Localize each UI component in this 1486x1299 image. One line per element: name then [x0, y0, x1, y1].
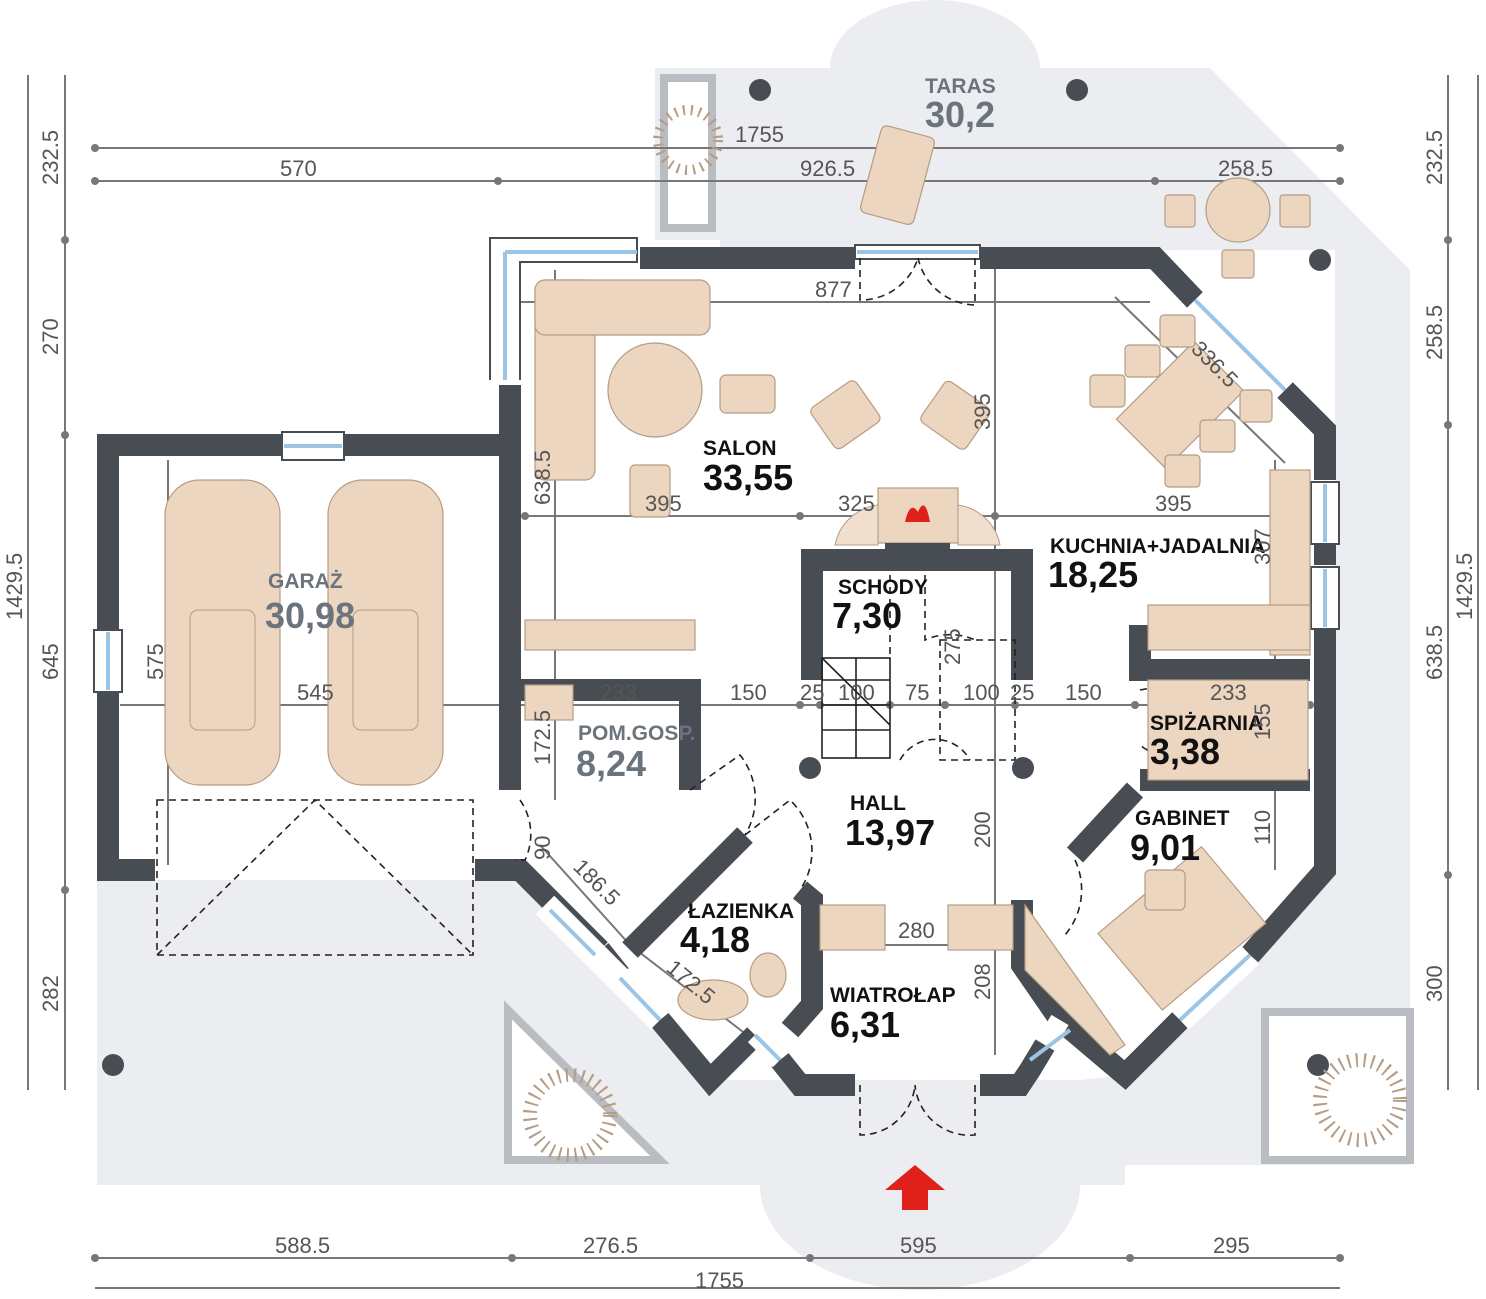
- room-name-lazienka: ŁAZIENKA: [688, 900, 794, 923]
- dim-label: 100: [963, 680, 1000, 705]
- dim-label: 276.5: [583, 1233, 638, 1258]
- dim-label: 150: [1065, 680, 1102, 705]
- dim-label: 200: [970, 811, 995, 848]
- room-name-gabinet: GABINET: [1135, 807, 1230, 830]
- dim-label: 232.5: [1422, 130, 1447, 185]
- room-area-wiatrolap: 6,31: [830, 1004, 900, 1045]
- room-name-spizarnia: SPIŻARNIA: [1150, 712, 1263, 735]
- dim-label: 100: [838, 680, 875, 705]
- dim-label: 926.5: [800, 156, 855, 181]
- dim-label: 307: [1250, 528, 1275, 565]
- dim-label: 638.5: [1422, 625, 1447, 680]
- staircase: [821, 575, 1016, 761]
- room-area-garaz: 30,98: [265, 595, 355, 636]
- room-area-kuchnia: 18,25: [1048, 554, 1138, 595]
- planters: [504, 74, 1414, 1164]
- plant-icons: [523, 105, 1407, 1162]
- entrance-arrow-icon: [885, 1165, 945, 1210]
- dim-label: 1755: [735, 122, 784, 147]
- dim-label: 295: [1213, 1233, 1250, 1258]
- dim-label: 595: [900, 1233, 937, 1258]
- interior-floor: [120, 270, 1320, 1075]
- dim-label: 570: [280, 156, 317, 181]
- room-area-gabinet: 9,01: [1130, 827, 1200, 868]
- room-name-schody: SCHODY: [838, 576, 928, 599]
- dim-label: 232.5: [38, 130, 63, 185]
- dim-label: 172.5: [530, 710, 555, 765]
- windows: [93, 237, 1340, 1068]
- dim-label: 75: [905, 680, 929, 705]
- dim-label: 300: [1422, 965, 1447, 1002]
- room-labels: TARAS 30,2 SALON 33,55 KUCHNIA+JADALNIA …: [265, 75, 1265, 1045]
- dim-label: 258.5: [1422, 305, 1447, 360]
- dim-label: 155: [1250, 703, 1275, 740]
- cars: [164, 479, 444, 786]
- room-name-taras: TARAS: [925, 75, 996, 98]
- room-name-pomgosp: POM.GOSP.: [578, 722, 695, 745]
- room-name-salon: SALON: [703, 437, 777, 460]
- dim-label: 575: [143, 643, 168, 680]
- room-area-hall: 13,97: [845, 812, 935, 853]
- room-area-pomgosp: 8,24: [576, 743, 646, 784]
- room-area-schody: 7,30: [832, 595, 902, 636]
- dim-label: 545: [297, 680, 334, 705]
- dim-label: 110: [1250, 810, 1275, 845]
- dimension-labels: 1755 570 926.5 258.5 232.5 270 645 282 1…: [2, 122, 1477, 1293]
- dim-label: 90: [530, 836, 555, 860]
- room-name-wiatrolap: WIATROŁAP: [830, 984, 956, 1007]
- room-name-kuchnia: KUCHNIA+JADALNIA: [1050, 535, 1265, 558]
- room-name-garaz: GARAŻ: [268, 570, 343, 593]
- dim-label: 395: [1155, 491, 1192, 516]
- room-area-salon: 33,55: [703, 457, 793, 498]
- dim-label: 25: [1010, 680, 1034, 705]
- dim-label: 588.5: [275, 1233, 330, 1258]
- furniture: [524, 125, 1311, 1056]
- dim-label: 208: [970, 963, 995, 1000]
- columns: [102, 79, 1331, 1076]
- dim-label: 638.5: [530, 450, 555, 505]
- dim-label: 395: [970, 393, 995, 430]
- dim-label: 275: [940, 628, 965, 665]
- dim-label: 258.5: [1218, 156, 1273, 181]
- dim-label: 280: [898, 918, 935, 943]
- dim-label: 1429.5: [2, 553, 27, 620]
- dim-label: 233: [1210, 680, 1247, 705]
- dim-label: 150: [730, 680, 767, 705]
- dim-label: 233: [600, 680, 637, 705]
- dim-label: 645: [38, 643, 63, 680]
- dim-label: 282: [38, 975, 63, 1012]
- dim-label: 877: [815, 277, 852, 302]
- room-area-lazienka: 4,18: [680, 919, 750, 960]
- dim-label: 25: [800, 680, 824, 705]
- room-area-spizarnia: 3,38: [1150, 731, 1220, 772]
- dim-label: 395: [645, 491, 682, 516]
- dim-label: 270: [38, 318, 63, 355]
- dim-label: 1429.5: [1452, 553, 1477, 620]
- fire-icon: [905, 505, 930, 522]
- dim-label: 325: [838, 491, 875, 516]
- room-area-taras: 30,2: [925, 94, 995, 135]
- room-name-hall: HALL: [850, 792, 906, 815]
- dim-label: 1755: [695, 1268, 744, 1293]
- fireplace: [834, 487, 1001, 560]
